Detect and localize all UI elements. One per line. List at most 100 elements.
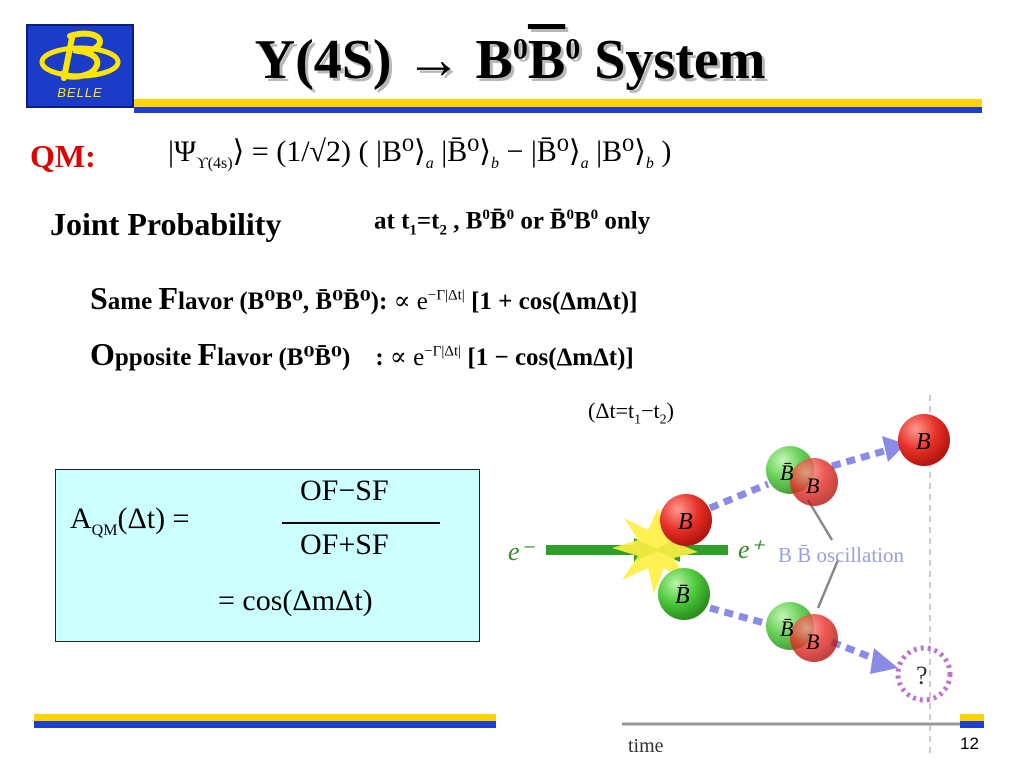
asym-sub: QM (91, 522, 118, 539)
sf-pairs: (B⁰B⁰, B̄⁰B̄⁰): (239, 288, 388, 315)
jp-or: or (514, 207, 550, 235)
slide-title: Y(4S) → B0B0 System (140, 28, 880, 92)
lower-path-1 (709, 604, 769, 628)
same-flavor-line: Same Flavor (B⁰B⁰, B̄⁰B̄⁰): ∝ e−Γ|Δt| [1… (90, 280, 637, 317)
page-number: 12 (960, 734, 979, 753)
asym-lhs-text: (Δt) = (117, 502, 190, 535)
of-bracket: [1 − cos(ΔmΔt)] (461, 344, 634, 371)
joint-probability-condition: at t1=t2 , B0B̄0 or B̄0B0 only (374, 207, 650, 239)
dt-s1: 1 (634, 412, 642, 428)
b-label-center: B (678, 509, 693, 535)
of-pairs: (B⁰B̄⁰) (278, 344, 351, 371)
sf-bracket: [1 + cos(ΔmΔt)] (464, 288, 638, 315)
osc-connector-top (806, 499, 834, 541)
belle-logo: BELLE (26, 24, 134, 108)
lower-arrowhead (870, 648, 898, 674)
upper-path-1 (708, 480, 770, 512)
title-main: Y(4S) → B (254, 29, 513, 91)
footer-rule-blue (34, 721, 496, 728)
asym-denominator: OF+SF (300, 528, 389, 561)
sf-lavor: lavor (178, 288, 240, 315)
title-sup1: 0 (512, 32, 528, 66)
dt-c: ) (666, 398, 674, 423)
b-meson-lower (790, 614, 838, 662)
time-label: time (628, 735, 664, 757)
oscillation-label: B B̄ oscillation (778, 543, 905, 567)
sf-S: S (90, 280, 108, 316)
jp-eq: =t (416, 207, 440, 235)
b-meson-final (898, 414, 950, 466)
e-plus-label: e⁺ (738, 535, 766, 564)
asym-lhs: AQM(Δt) = (70, 502, 189, 540)
jp-s0b: 0 (506, 207, 515, 223)
bbar-label-lower: B̄ (780, 616, 793, 641)
qm-sub-a2: a (580, 155, 589, 172)
footer-rule-blue-right (960, 721, 984, 728)
sf-F: F (158, 280, 179, 316)
title-rule-yellow (134, 99, 982, 107)
qm-eq-part2: ⟩ = (1/√2) ( |B⁰⟩ (232, 135, 426, 168)
jp-bbar2: B̄ (549, 207, 567, 235)
opposite-flavor-line: Opposite Flavor (B⁰B̄⁰) : ∝ e−Γ|Δt| [1 −… (90, 336, 634, 373)
lower-path-2 (830, 638, 880, 664)
qm-sub-b1: b (490, 155, 499, 172)
qm-eq-sub: ϒ(4s) (196, 155, 233, 172)
asym-A: A (70, 502, 92, 535)
qm-sub-b2: b (645, 155, 654, 172)
of-colon: : (350, 344, 390, 371)
dt-a: (Δt=t (588, 398, 635, 423)
title-rule-blue (134, 107, 982, 113)
question-mark: ? (916, 661, 928, 690)
qm-eq-part5: |B⁰⟩ (588, 135, 646, 168)
logo-text: BELLE (57, 85, 103, 100)
jp-only: only (598, 207, 651, 235)
e-minus-label: e⁻ (508, 537, 536, 566)
b-label-final: B (916, 429, 931, 455)
qm-eq-part3: |B̄⁰⟩ (433, 135, 491, 168)
delta-t-definition: (Δt=t1−t2) (588, 398, 674, 428)
jp-at: at t (374, 207, 410, 235)
unknown-meson (895, 645, 953, 703)
qm-eq-part6: ) (653, 135, 672, 168)
jp-s0c: 0 (566, 207, 574, 223)
qm-label: QM: (30, 138, 96, 174)
bbar-label-upper: B̄ (780, 460, 793, 485)
title-sup2: 0 (565, 32, 581, 66)
qm-equation: |Ψϒ(4s)⟩ = (1/√2) ( |B⁰⟩a |B̄⁰⟩b − |B̄⁰⟩… (168, 134, 671, 173)
belle-b-icon (39, 30, 121, 81)
jp-comma: , B (446, 207, 483, 235)
asymmetry-box (55, 469, 480, 642)
sf-prop: ∝ e (387, 288, 428, 315)
title-tail: System (580, 29, 766, 91)
b-meson-center (660, 494, 712, 546)
jp-t1-sub: 1 (409, 222, 417, 239)
b-meson-upper (790, 458, 838, 506)
dt-b: −t (641, 398, 660, 423)
of-pposite: pposite (114, 344, 198, 371)
of-F: F (197, 336, 218, 372)
qm-eq-part1: |Ψ (168, 135, 197, 168)
dt-s2: 2 (659, 412, 667, 428)
b-label-lower: B (806, 629, 819, 654)
bbar-label-center: B̄ (675, 583, 690, 609)
jp-b3: B (573, 207, 591, 235)
osc-connector-bottom (816, 559, 840, 609)
jp-s0a: 0 (482, 207, 490, 223)
sf-ame: ame (107, 288, 159, 315)
asym-result: = cos(ΔmΔt) (218, 584, 373, 617)
of-prop: ∝ e (389, 344, 425, 371)
bbar-meson-center (658, 568, 710, 620)
of-lavor: lavor (217, 344, 279, 371)
upper-path-2 (831, 446, 889, 470)
qm-sub-a1: a (425, 155, 434, 172)
jp-s0d: 0 (590, 207, 599, 223)
fraction-bar (282, 522, 440, 524)
footer-rule-yellow-right (960, 714, 984, 721)
footer-rule-yellow (34, 714, 496, 721)
asym-numerator: OF−SF (300, 474, 389, 507)
joint-probability-label: Joint Probability (50, 206, 282, 242)
b-label-upper: B (806, 473, 819, 498)
jp-bbar1: B̄ (489, 207, 507, 235)
of-O: O (90, 336, 115, 372)
of-exp: −Γ|Δt| (424, 343, 462, 360)
